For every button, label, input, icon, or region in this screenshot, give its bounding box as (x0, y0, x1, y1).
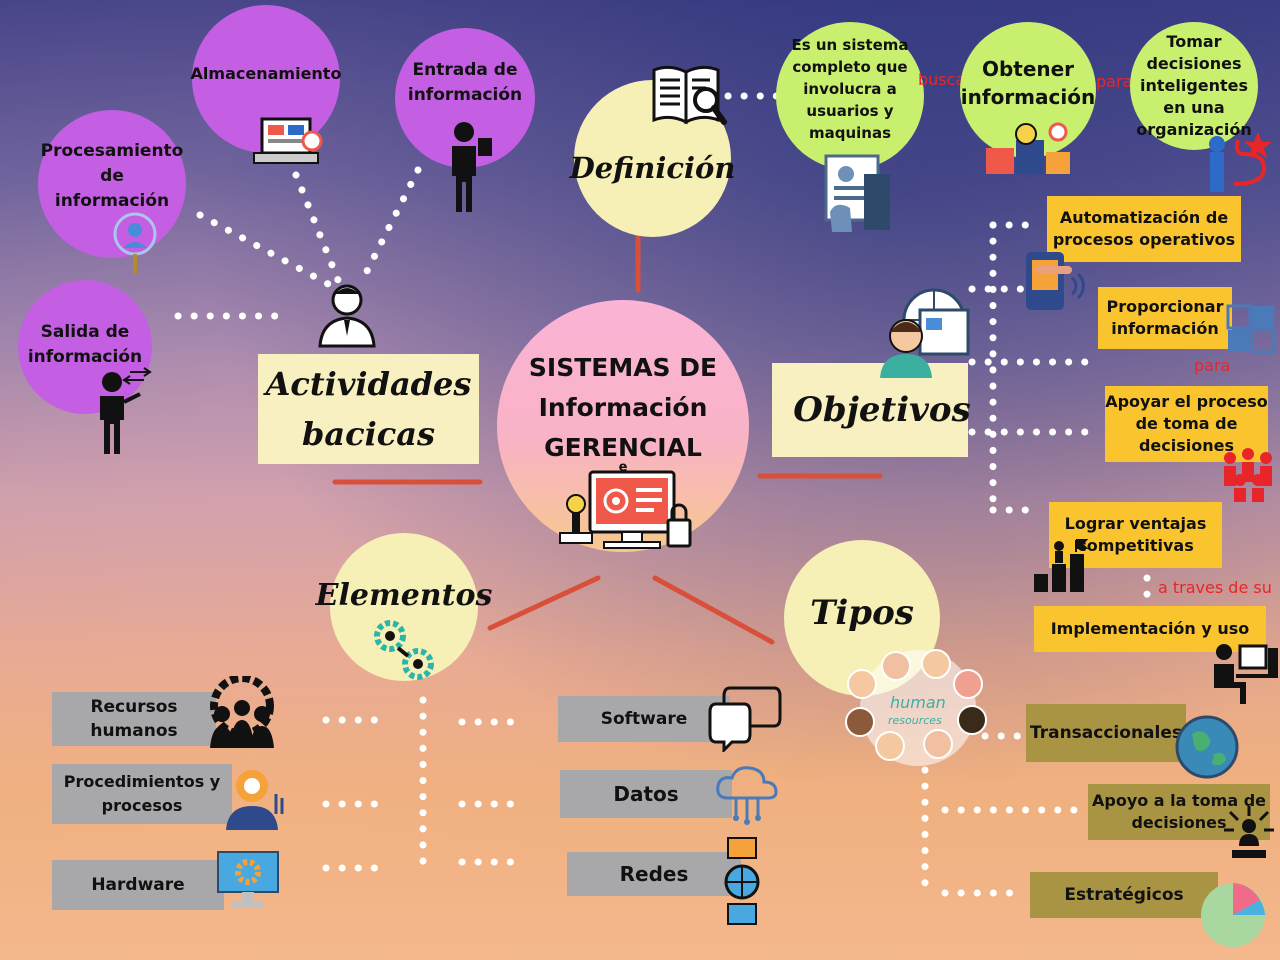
entrada-circle: Entrada de información (395, 28, 535, 168)
red-line-tipos (652, 575, 775, 645)
procesamiento-circle: Procesamiento de información (38, 110, 186, 258)
elemento-redes-text: Redes (619, 862, 689, 886)
definicion-title: Definición (569, 150, 736, 185)
salida-circle: Salida de información (18, 280, 152, 414)
central-topic-circle: SISTEMAS DE Información GERENCIAL e (497, 300, 749, 552)
entrada-text: Entrada de información (407, 60, 523, 105)
elementos-title: Elementos (315, 577, 493, 613)
businessman-icon (318, 284, 376, 348)
central-title-line2: Información (538, 393, 708, 422)
objetivos-title-box[interactable]: Objetivos (772, 363, 971, 457)
team-gear-icon (210, 676, 274, 748)
svg-text:resources: resources (888, 714, 942, 727)
actividades-title-box[interactable]: Actividades bacicas (258, 354, 479, 464)
book-search-icon (652, 65, 727, 125)
elemento-datos-text: Datos (613, 782, 679, 806)
processing-head-icon (113, 212, 157, 274)
person-output-icon (100, 367, 152, 454)
objetivos-title: Objetivos (793, 390, 971, 430)
dots-to-procesamiento (196, 211, 334, 289)
competitive-steps-icon (1034, 539, 1088, 592)
procesamiento-text: Procesamiento de información (40, 140, 184, 211)
connector-para-1: para (1096, 72, 1133, 91)
objetivo-proporcionar-text: Proporcionar información (1106, 297, 1224, 338)
tipo-estrategicos-text: Estratégicos (1064, 885, 1184, 905)
gears-icon (374, 620, 434, 680)
elemento-recursos-humanos: Recursos humanos (52, 692, 216, 746)
dots-to-almacenamiento (286, 156, 344, 289)
elemento-hardware: Hardware (52, 860, 224, 910)
decision-path-icon (1209, 132, 1272, 192)
actividades-title-line2: bacicas (302, 415, 435, 453)
central-title-line3: GERENCIAL (544, 433, 702, 462)
human-resources-icon: human resources (845, 649, 987, 766)
touch-automation-icon (1026, 252, 1085, 310)
puzzle-icon (1226, 304, 1276, 354)
storage-laptop-icon (253, 117, 323, 164)
svg-text:human: human (890, 693, 946, 712)
elemento-hardware-text: Hardware (91, 875, 185, 895)
tomar-decisiones-text: Tomar decisiones inteligentes en una org… (1136, 32, 1252, 139)
desk-worker-icon (1214, 644, 1278, 704)
idea-head-icon (226, 770, 284, 830)
connector-a-traves: a traves de su (1158, 578, 1272, 597)
tipo-estrategicos: Estratégicos (1030, 872, 1218, 918)
objetivo-automatizacion-text: Automatización de procesos operativos (1052, 208, 1236, 249)
chat-bubbles-icon (708, 686, 782, 752)
elemento-procedimientos-text: Procedimientos y procesos (63, 772, 221, 815)
objetivo-implementacion: Implementación y uso (1034, 606, 1266, 652)
team-decision-icon (1224, 448, 1272, 502)
pie-chart-icon (1201, 883, 1265, 947)
tipo-apoyo-decisiones: Apoyo a la toma de decisiones (1088, 784, 1270, 840)
elemento-procedimientos: Procedimientos y procesos (52, 764, 232, 824)
objetivo-implementacion-text: Implementación y uso (1050, 619, 1250, 638)
network-globe-icon (724, 837, 760, 925)
connector-busca: busca (918, 70, 966, 89)
cloud-network-icon (716, 766, 778, 825)
dots-to-entrada (356, 166, 422, 289)
objetivo-ventajas-text: Lograr ventajas competitivas (1064, 514, 1207, 555)
elemento-recursos-humanos-text: Recursos humanos (90, 697, 178, 741)
connector-para-2: para (1194, 356, 1231, 375)
decision-person-icon (1224, 806, 1274, 858)
central-note: e (618, 460, 628, 475)
computer-security-icon (559, 470, 692, 549)
tipo-transaccionales-text: Transaccionales (1030, 723, 1182, 743)
obtener-informacion-text: Obtener información (960, 57, 1096, 109)
red-line-elementos (487, 575, 601, 631)
tomar-decisiones-circle: Tomar decisiones inteligentes en una org… (1130, 22, 1258, 150)
person-input-icon (452, 122, 492, 212)
elemento-datos: Datos (560, 770, 732, 818)
elemento-redes: Redes (567, 852, 741, 896)
elementos-circle[interactable]: Elementos (316, 533, 492, 681)
almacenamiento-text: Almacenamiento (190, 64, 342, 83)
objetivo-proporcionar: Proporcionar información (1098, 287, 1232, 349)
global-presenter-icon (880, 288, 970, 378)
salida-text: Salida de información (27, 322, 143, 367)
actividades-title-line1: Actividades (265, 365, 472, 403)
definicion-circle[interactable]: Definición (570, 80, 735, 237)
tipo-transaccionales: Transaccionales (1026, 704, 1186, 762)
data-search-icon (986, 122, 1070, 174)
user-profile-document-icon (824, 154, 890, 232)
elemento-software-text: Software (600, 709, 688, 729)
definicion-desc-circle: Es un sistema completo que involucra a u… (776, 22, 924, 170)
central-title-line1: SISTEMAS DE (528, 353, 718, 382)
tipos-title: Tipos (810, 593, 914, 633)
tipo-apoyo-decisiones-text: Apoyo a la toma de decisiones (1091, 791, 1267, 832)
definicion-desc-text: Es un sistema completo que involucra a u… (791, 36, 909, 142)
objetivo-automatizacion: Automatización de procesos operativos (1047, 196, 1241, 262)
objetivo-apoyar-text: Apoyar el proceso de toma de decisiones (1105, 392, 1268, 455)
globe-icon (1175, 715, 1239, 779)
monitor-gear-icon (217, 851, 279, 908)
elemento-software: Software (558, 696, 730, 742)
objetivo-apoyar: Apoyar el proceso de toma de decisiones (1105, 386, 1268, 462)
